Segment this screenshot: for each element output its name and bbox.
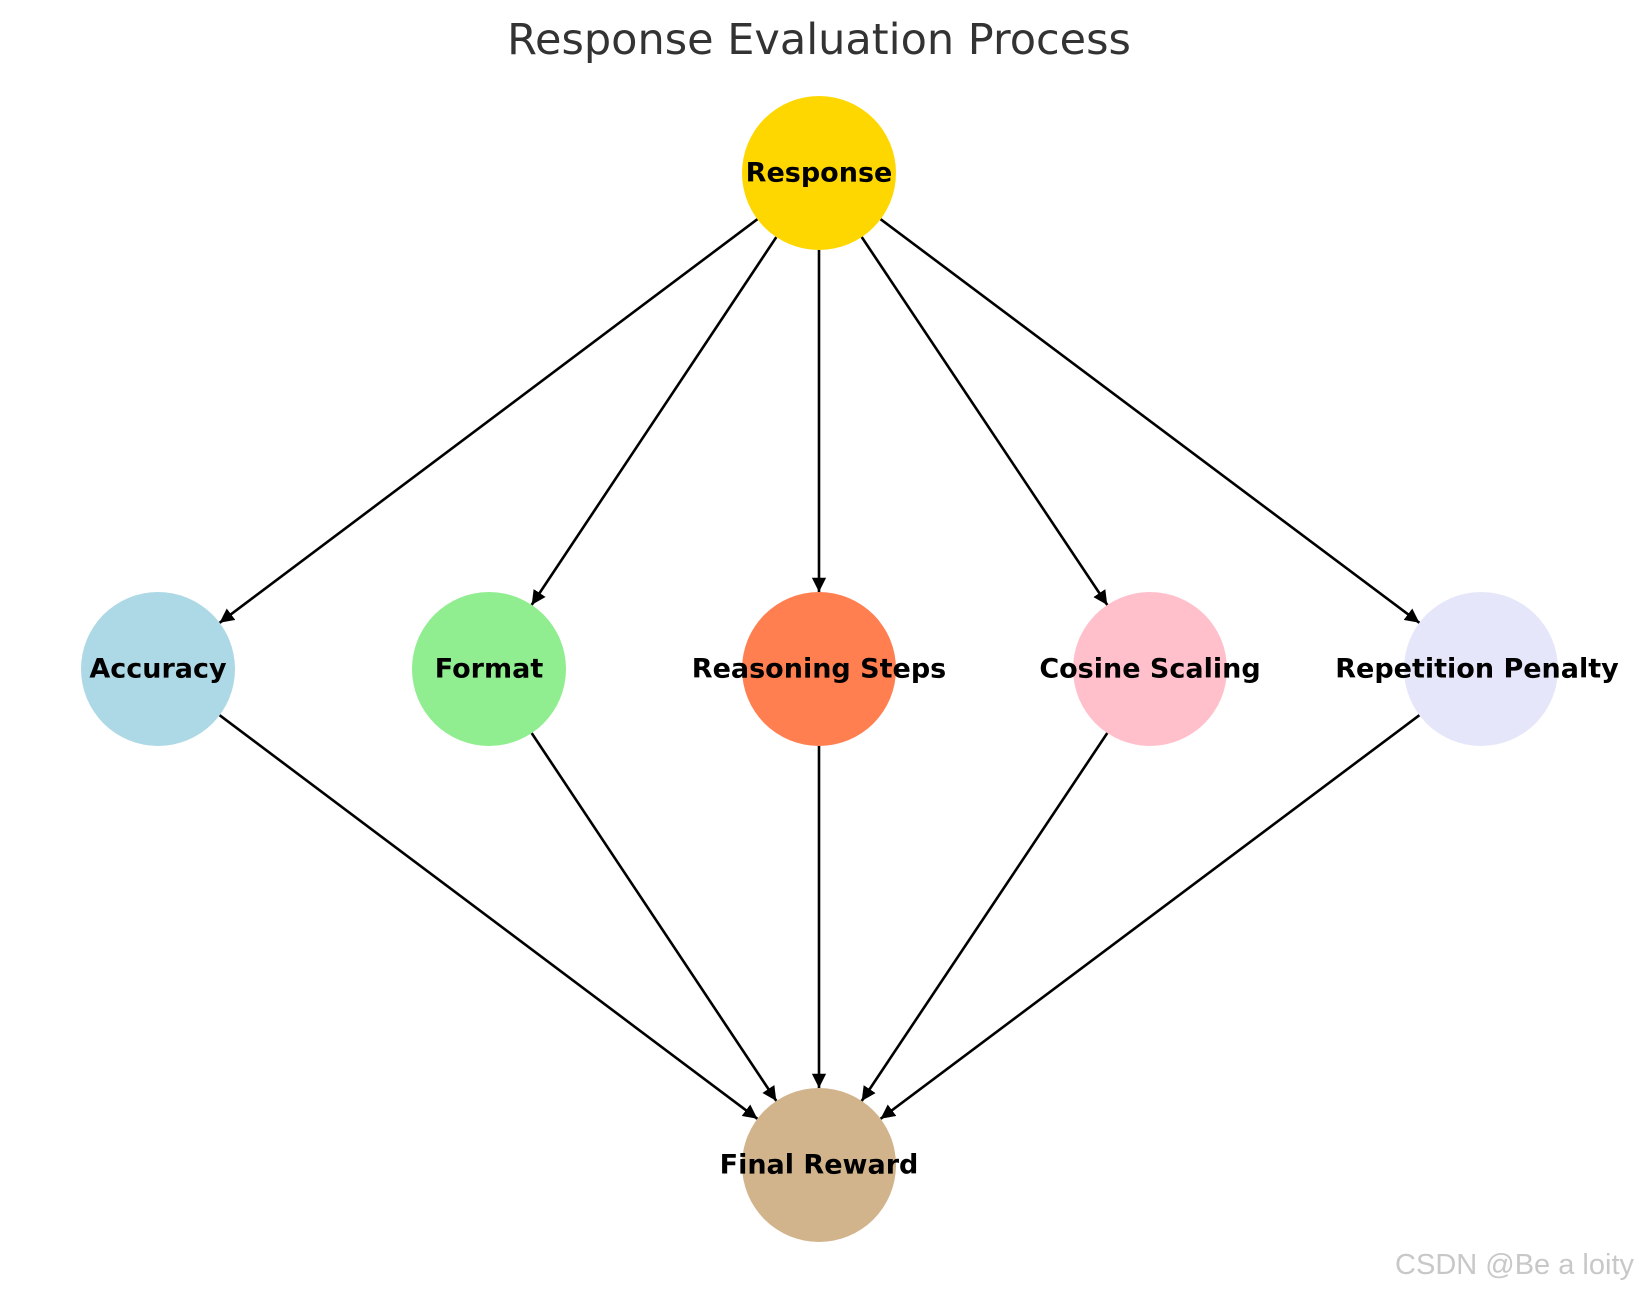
node-circle-response bbox=[742, 96, 896, 250]
diagram-title: Response Evaluation Process bbox=[507, 15, 1131, 65]
node-label-cosine-scaling: Cosine Scaling bbox=[1039, 654, 1260, 685]
edge-cosine-scaling-to-final-reward bbox=[860, 732, 1109, 1102]
node-label-format: Format bbox=[435, 654, 544, 685]
edge-response-to-format bbox=[530, 236, 778, 606]
edge-response-to-repetition-penalty bbox=[879, 218, 1421, 624]
edge-format-to-final-reward bbox=[530, 732, 778, 1102]
node-circle-reasoning-steps bbox=[742, 592, 896, 746]
node-label-final-reward: Final Reward bbox=[720, 1150, 919, 1181]
node-circle-cosine-scaling bbox=[1073, 592, 1227, 746]
node-reasoning-steps: Reasoning Steps bbox=[692, 592, 946, 746]
node-circle-accuracy bbox=[81, 592, 235, 746]
node-cosine-scaling: Cosine Scaling bbox=[1039, 592, 1261, 746]
edge-accuracy-to-final-reward bbox=[218, 714, 759, 1120]
node-label-reasoning-steps: Reasoning Steps bbox=[692, 654, 946, 685]
edge-repetition-penalty-to-final-reward bbox=[879, 714, 1421, 1120]
node-accuracy: Accuracy bbox=[81, 592, 235, 746]
node-label-response: Response bbox=[746, 158, 893, 189]
node-repetition-penalty: Repetition Penalty bbox=[1335, 592, 1619, 746]
watermark: CSDN @Be a loity bbox=[1395, 1249, 1634, 1281]
node-response: Response bbox=[742, 96, 896, 250]
edge-response-to-cosine-scaling bbox=[860, 236, 1109, 606]
node-final-reward: Final Reward bbox=[720, 1088, 919, 1242]
node-circle-format bbox=[412, 592, 566, 746]
node-label-accuracy: Accuracy bbox=[89, 654, 227, 685]
node-format: Format bbox=[412, 592, 566, 746]
edge-response-to-accuracy bbox=[218, 218, 759, 624]
node-circle-final-reward bbox=[742, 1088, 896, 1242]
edges bbox=[218, 218, 1421, 1120]
node-label-repetition-penalty: Repetition Penalty bbox=[1335, 654, 1619, 685]
node-circle-repetition-penalty bbox=[1404, 592, 1558, 746]
